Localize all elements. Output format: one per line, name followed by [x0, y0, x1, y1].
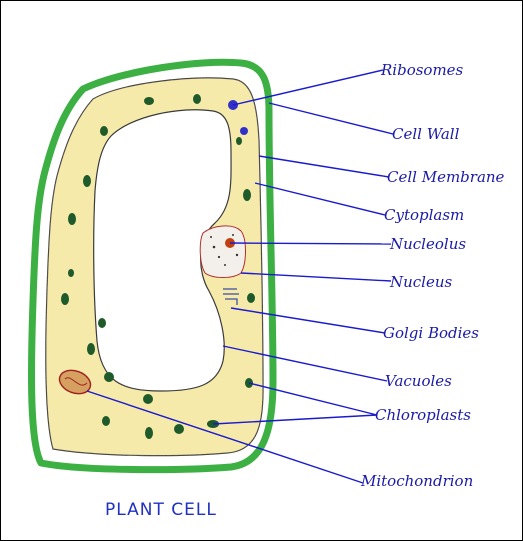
- label-cell-wall: Cell Wall: [392, 125, 460, 143]
- diagram-title: PLANT CELL: [105, 500, 217, 520]
- label-chloroplasts: Chloroplasts: [375, 406, 471, 424]
- mitochondrion: [58, 369, 92, 395]
- label-nucleus: Nucleus: [389, 273, 453, 291]
- leader-lines: [86, 69, 394, 484]
- label-cell-membrane: Cell Membrane: [387, 168, 505, 186]
- label-mitochondrion: Mitochondrion: [360, 472, 473, 490]
- label-golgi-bodies: Golgi Bodies: [383, 324, 479, 342]
- label-nucleolus: Nucleolus: [389, 235, 466, 253]
- chloroplasts: [61, 94, 255, 439]
- golgi-body: [223, 288, 239, 305]
- cell-wall: [27, 58, 277, 474]
- label-ribosomes: Ribosomes: [380, 61, 464, 79]
- nucleus: [199, 225, 246, 278]
- chromatin: [210, 234, 239, 266]
- label-vacuoles: Vacuoles: [385, 372, 452, 390]
- label-cytoplasm: Cytoplasm: [384, 206, 464, 224]
